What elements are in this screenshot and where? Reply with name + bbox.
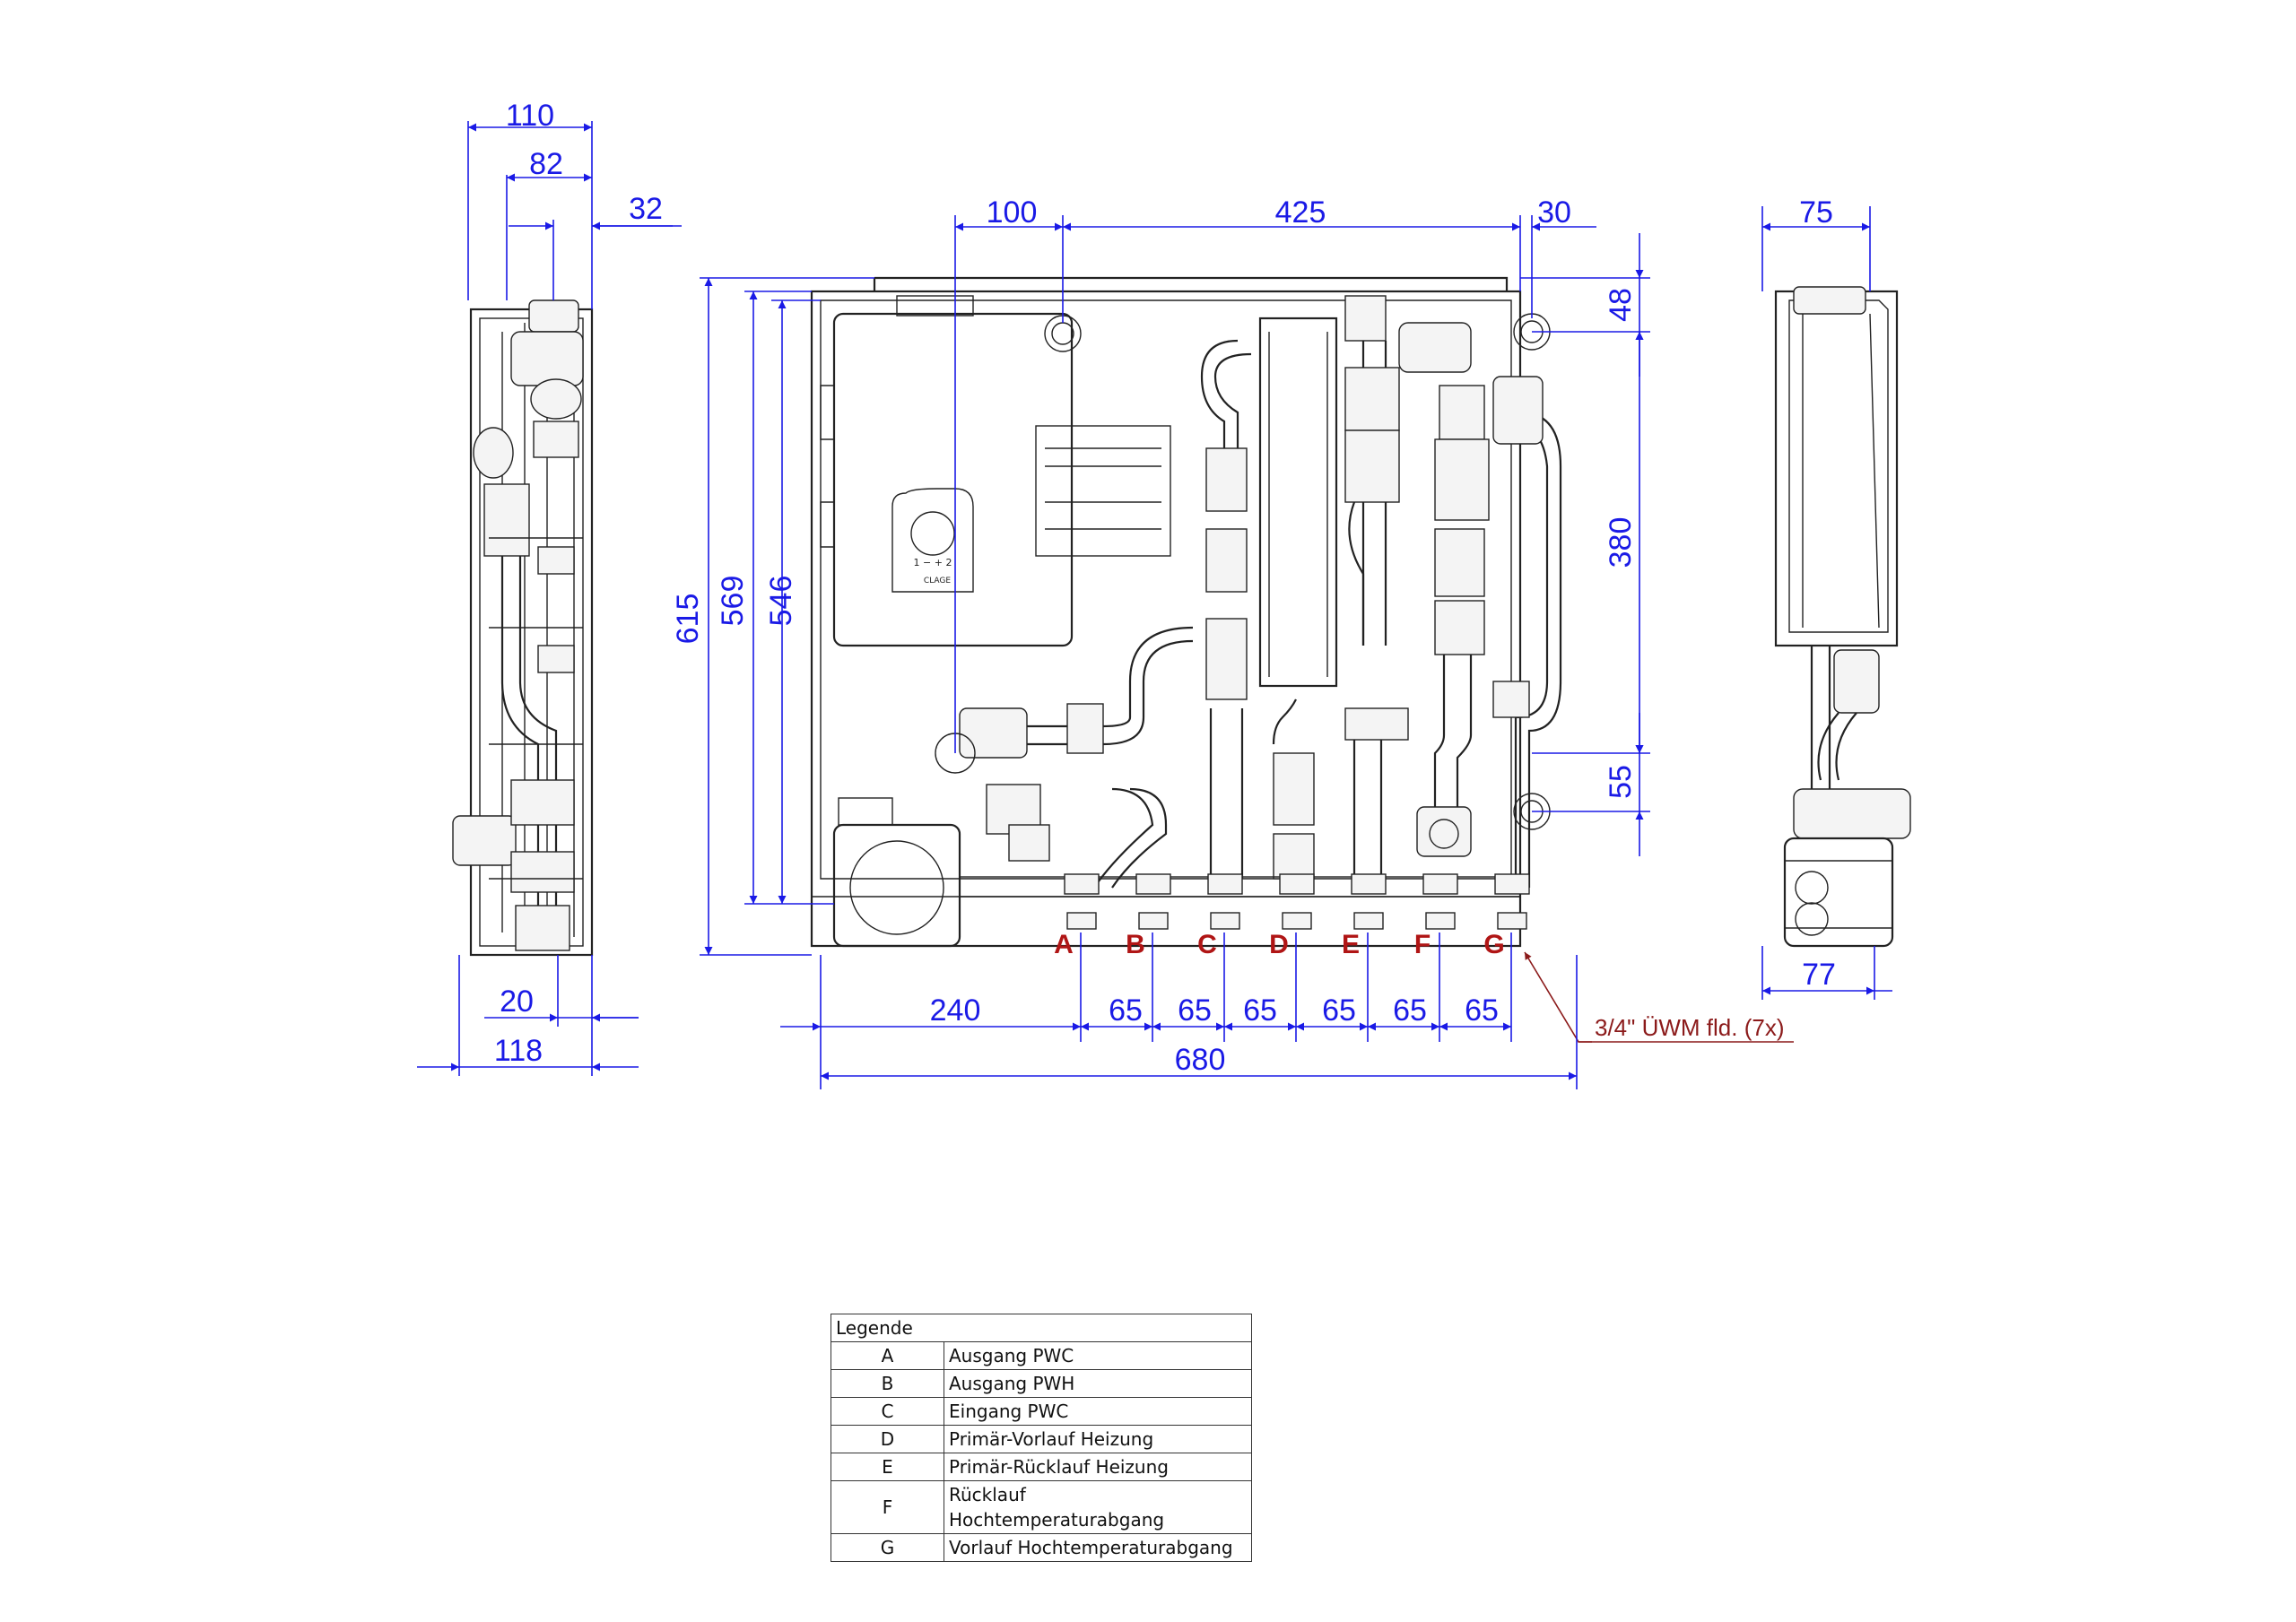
dim-20: 20	[500, 984, 534, 1019]
dim-48: 48	[1604, 288, 1638, 322]
dim-65: 65	[1393, 993, 1427, 1028]
port-label-f: F	[1414, 930, 1431, 959]
dim-100: 100	[987, 195, 1038, 230]
port-label-b: B	[1126, 930, 1145, 959]
front-view: 1 − + 2 CLAGE	[671, 195, 1794, 1089]
dim-82: 82	[529, 147, 563, 181]
dim-380: 380	[1604, 517, 1638, 568]
instant-water-heater: 1 − + 2 CLAGE	[820, 295, 1074, 647]
dim-65: 65	[1465, 993, 1499, 1028]
port-label-g: G	[1483, 930, 1504, 959]
dim-65: 65	[1243, 993, 1277, 1028]
port-label-a: A	[1054, 930, 1074, 959]
dim-110: 110	[506, 99, 554, 133]
heater-scale: 1 − + 2	[914, 557, 952, 568]
port-label-d: D	[1269, 930, 1289, 959]
dim-546: 546	[764, 576, 798, 627]
dim-30: 30	[1537, 195, 1571, 230]
dim-65: 65	[1109, 993, 1143, 1028]
right-side-view: 75 77	[1761, 195, 1911, 1000]
dim-118: 118	[494, 1034, 543, 1068]
left-side-view: 110 82 32 20 118	[417, 99, 682, 1076]
dim-75: 75	[1799, 195, 1833, 230]
port-label-c: C	[1197, 930, 1217, 959]
dim-55: 55	[1604, 765, 1638, 799]
dim-65: 65	[1322, 993, 1356, 1028]
dim-77: 77	[1802, 958, 1836, 992]
dim-65: 65	[1178, 993, 1212, 1028]
dim-425: 425	[1275, 195, 1326, 230]
heater-brand: CLAGE	[924, 577, 951, 585]
dim-240: 240	[930, 993, 981, 1028]
dim-615: 615	[671, 594, 705, 645]
port-label-e: E	[1342, 930, 1360, 959]
dim-569: 569	[716, 576, 750, 627]
port-note: 3/4" ÜWM fld. (7x)	[1595, 1014, 1784, 1041]
dim-680: 680	[1175, 1043, 1226, 1077]
dim-32: 32	[629, 192, 663, 226]
legend-title: Legende	[831, 1314, 1252, 1342]
port-connectors	[1064, 873, 1530, 930]
